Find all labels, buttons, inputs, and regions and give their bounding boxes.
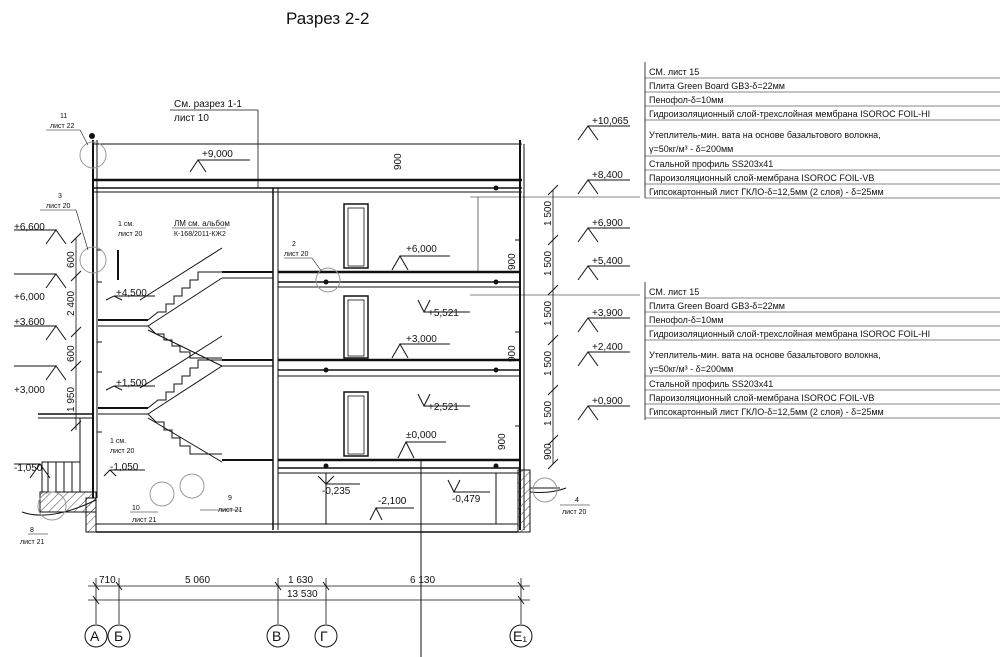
roof-legend-1: Плита Green Board GB3-δ=22мм [649, 81, 785, 91]
roof-legend-6: Стальной профиль SS203x41 [649, 159, 773, 169]
bottom-dim-1: 710 [99, 575, 116, 586]
roof-legend-0: СМ. лист 15 [649, 67, 699, 77]
interior-level-2521: +2,521 [428, 402, 459, 413]
right-level-scale [470, 184, 640, 470]
interior-level-m2100: -2,100 [378, 496, 407, 507]
left-level-1: +6,600 [14, 222, 45, 233]
right-dim-3: 1 500 [543, 301, 554, 326]
callout-3-sheet: лист 20 [118, 231, 143, 238]
interior-level-5521: +5,521 [428, 308, 459, 319]
left-level-scale [14, 229, 82, 479]
left-level-3: +3,600 [14, 317, 45, 328]
right-level-5: +3,900 [592, 308, 623, 319]
right-level-2: +8,400 [592, 170, 623, 181]
left-dim-4: 1 950 [66, 387, 77, 412]
left-dim-3: 600 [66, 345, 77, 362]
callout-1-sheet: лист 22 [50, 123, 75, 130]
grid-axes [84, 460, 533, 657]
axis-label-g: Г [320, 628, 328, 644]
interior-level-9000: +9,000 [202, 149, 233, 160]
right-level-4: +5,400 [592, 256, 623, 267]
callout-8-num: 8 [30, 527, 34, 534]
callout-9-num: 4 [575, 497, 579, 504]
right-dim-5: 1 500 [543, 401, 554, 426]
right-level-3: +6,900 [592, 218, 623, 229]
axis-label-v: В [272, 628, 281, 644]
left-level-2: +6,000 [14, 292, 45, 303]
floor-legend-2: Пенофол-δ=10мм [649, 315, 724, 325]
callout-4-sheet: лист 20 [284, 251, 309, 258]
floor-legend-0: СМ. лист 15 [649, 287, 699, 297]
callout-7-sheet: лист 21 [218, 507, 243, 514]
callout-6-num: 10 [132, 505, 140, 512]
callout-circles [28, 129, 590, 535]
callout-3-num: 1 см. [118, 221, 134, 228]
floor-legend-5: γ=50кг/м³ - δ=200мм [649, 364, 733, 374]
callout-9-sheet: лист 20 [562, 509, 587, 516]
callout-5-sheet: лист 20 [110, 448, 135, 455]
interior-level-m1050: -1,050 [110, 462, 139, 473]
left-level-5: -1,050 [14, 463, 43, 474]
right-dim-4: 1 500 [543, 351, 554, 376]
interior-level-3000: +3,000 [406, 334, 437, 345]
roof-legend-2: Пенофол-δ=10мм [649, 95, 724, 105]
drawing-title: Разрез 2-2 [286, 9, 369, 28]
floor-legend [644, 282, 1000, 420]
floor-legend-8: Гипсокартонный лист ГКЛО-δ=12,5мм (2 сло… [649, 407, 884, 417]
callout-2-sheet: лист 20 [46, 203, 71, 210]
axis-label-b: Б [114, 628, 123, 644]
callout-7-num: 9 [228, 495, 232, 502]
callout-8-sheet: лист 21 [20, 539, 45, 546]
floor-legend-6: Стальной профиль SS203x41 [649, 379, 773, 389]
right-dim-1: 1 500 [543, 201, 554, 226]
ref-album-line2: К-168/2011-КЖ2 [174, 231, 226, 238]
axis-label-a: А [90, 628, 100, 644]
left-dim-2: 2 400 [66, 291, 77, 316]
floor-legend-3: Гидроизоляционный слой-трехслойная мембр… [649, 329, 930, 339]
dim-900-0: 900 [497, 433, 508, 450]
ref-section-line1: См. разрез 1-1 [174, 99, 242, 110]
interior-level-6000: +6,000 [406, 244, 437, 255]
building-structure [21, 133, 567, 533]
roof-legend-3: Гидроизоляционный слой-трехслойная мембр… [649, 109, 930, 119]
right-level-1: +10,065 [592, 116, 629, 127]
interior-level-m0479: -0,479 [452, 494, 481, 505]
roof-legend-7: Пароизоляционный слой-мембрана ISOROC FO… [649, 173, 874, 183]
roof-legend-5: γ=50кг/м³ - δ=200мм [649, 144, 733, 154]
dim-900-1: 900 [507, 345, 518, 362]
bottom-dim-total: 13 530 [287, 589, 318, 600]
left-dim-1: 600 [66, 251, 77, 268]
callout-2-num: 3 [58, 193, 62, 200]
right-level-7: +0,900 [592, 396, 623, 407]
bottom-dim-3: 1 630 [288, 575, 313, 586]
interior-level-4500: +4,500 [116, 288, 147, 299]
right-dim-6: 900 [543, 443, 554, 460]
interior-level-1500: +1,500 [116, 378, 147, 389]
dim-900-roof: 900 [393, 153, 404, 170]
callout-1-num: 11 [60, 113, 67, 120]
ref-album-line1: ЛМ см. альбом [174, 219, 230, 228]
floor-legend-7: Пароизоляционный слой-мембрана ISOROC FO… [649, 393, 874, 403]
roof-legend-4: Утеплитель-мин. вата на основе базальтов… [649, 130, 881, 140]
bottom-dim-2: 5 060 [185, 575, 210, 586]
callout-4-num: 2 [292, 241, 296, 248]
floor-legend-4: Утеплитель-мин. вата на основе базальтов… [649, 350, 881, 360]
right-level-markers [577, 125, 630, 421]
interior-level-markers [103, 159, 490, 521]
callout-5-num: 1 см. [110, 438, 126, 445]
dim-900-2: 900 [507, 253, 518, 270]
bottom-dim-4: 6 130 [410, 575, 435, 586]
axis-label-e1: Е₁ [513, 628, 527, 644]
right-dim-2: 1 500 [543, 251, 554, 276]
roof-legend-8: Гипсокартонный лист ГКЛО-δ=12,5мм (2 сло… [649, 187, 884, 197]
interior-level-m0235: -0,235 [322, 486, 351, 497]
right-level-6: +2,400 [592, 342, 623, 353]
floor-legend-1: Плита Green Board GB3-δ=22мм [649, 301, 785, 311]
ref-section-line2: лист 10 [174, 113, 209, 124]
callout-6-sheet: лист 21 [132, 517, 157, 524]
interior-level-0000: ±0,000 [406, 430, 437, 441]
left-level-4: +3,000 [14, 385, 45, 396]
roof-legend [644, 62, 1000, 199]
